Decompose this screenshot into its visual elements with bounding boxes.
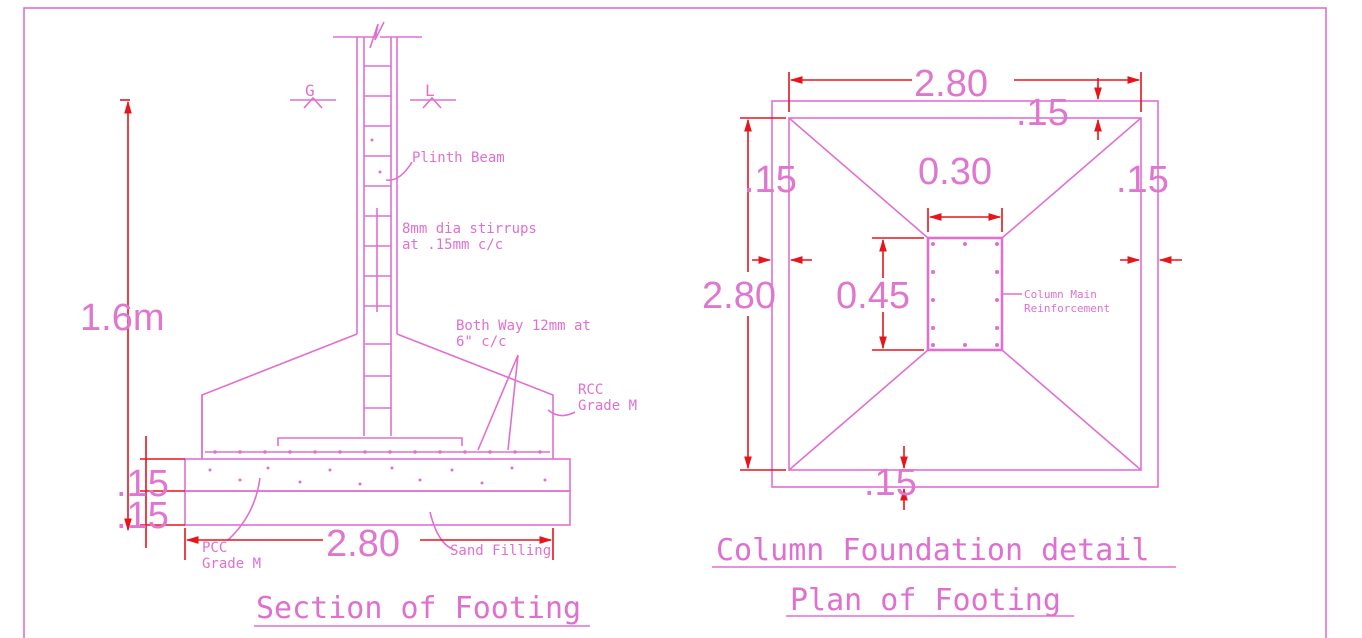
layer-dimensions: .15 .15: [116, 436, 185, 548]
both-way-label-1: Both Way 12mm at: [456, 318, 591, 334]
section-height-value: 1.6m: [80, 297, 164, 339]
both-way-label-2: 6" c/c: [456, 334, 507, 350]
ground-level-marker-right: L: [410, 81, 456, 109]
plan-column-depth-value: 0.45: [836, 275, 910, 317]
plan-column-width-value: 0.30: [918, 151, 992, 193]
stirrups-label-2: at .15mm c/c: [402, 237, 503, 253]
column-main-label-2: Reinforcement: [1024, 302, 1110, 315]
column-main-label-1: Column Main: [1024, 288, 1097, 301]
plan-top-width-dimension: 2.80: [788, 63, 1142, 112]
plan-top-offset-value: .15: [1016, 92, 1069, 134]
sheet-border: [23, 7, 1327, 638]
plan-right-offset-value: .15: [1116, 159, 1169, 201]
both-way-leader: [477, 354, 519, 451]
ground-level-marker-left: G: [290, 81, 336, 109]
plan-height-value: 2.80: [702, 275, 776, 317]
pcc-layer: [184, 458, 571, 492]
plan-top-width-value: 2.80: [914, 63, 988, 105]
footing-outer-edge: [771, 100, 1159, 488]
sand-filling-label: Sand Filling: [450, 543, 551, 559]
ground-label-g: G: [305, 81, 315, 100]
pcc-label-2: Grade M: [202, 556, 261, 572]
bottom-reinforcement: [205, 437, 550, 454]
stirrups-label-1: 8mm dia stirrups: [402, 221, 537, 237]
footing-inner-edge: [788, 117, 1142, 471]
plan-column-width-dimension: 0.30: [918, 151, 1003, 232]
section-width-value: 2.80: [326, 523, 400, 565]
ground-label-l: L: [425, 81, 435, 100]
section-of-footing: G L: [80, 21, 637, 627]
plan-of-footing: Column Main Reinforcement 2.80 .15 2.80 …: [702, 63, 1182, 618]
plan-bottom-offset-dimension: .15: [864, 446, 917, 510]
plan-column-depth-dimension: 0.45: [836, 237, 924, 351]
plan-right-offset-dimension: .15: [1116, 159, 1182, 264]
pcc-label-1: PCC: [202, 540, 227, 556]
sand-depth-value: .15: [116, 495, 169, 537]
plan-title: Plan of Footing: [790, 583, 1061, 618]
slope-lines: [788, 117, 1142, 471]
sand-leader: [429, 511, 456, 551]
concrete-speckle: [208, 138, 547, 486]
sand-layer: [184, 490, 571, 526]
plan-left-height-dimension: 2.80: [702, 117, 786, 471]
column-foundation-heading: Column Foundation detail: [716, 533, 1149, 568]
rcc-label-2: Grade M: [578, 398, 637, 414]
rcc-label-1: RCC: [578, 382, 603, 398]
column-section: [926, 236, 1004, 352]
plan-bottom-offset-value: .15: [864, 462, 917, 504]
section-title: Section of Footing: [256, 591, 581, 626]
rcc-leader: [547, 409, 576, 417]
plan-left-offset-value: .15: [744, 159, 797, 201]
plan-top-offset-dimension: .15: [1016, 78, 1102, 140]
plan-left-offset-dimension: .15: [744, 159, 812, 264]
height-dimension: 1.6m: [80, 99, 164, 532]
pcc-leader: [227, 477, 261, 541]
plinth-beam-leader: [385, 161, 413, 181]
plinth-beam-label: Plinth Beam: [412, 150, 505, 166]
column-stem: [333, 21, 422, 436]
width-dimension: 2.80: [184, 523, 554, 565]
pcc-depth-value: .15: [116, 463, 169, 505]
column-bars: [931, 242, 999, 347]
